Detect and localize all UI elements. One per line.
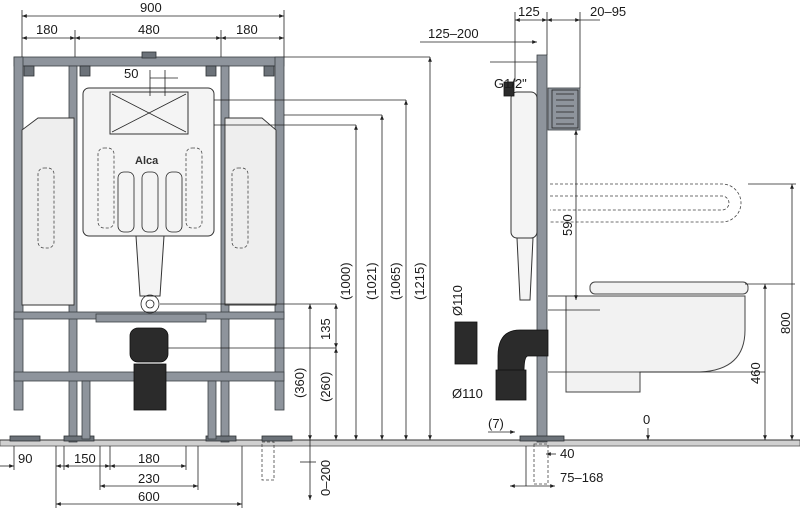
front-top-dimensions bbox=[21, 10, 285, 96]
dim-1065: (1065) bbox=[388, 262, 403, 300]
dim-480: 480 bbox=[138, 22, 160, 37]
dim-0-200: 0–200 bbox=[318, 460, 333, 496]
dim-1021: (1021) bbox=[364, 262, 379, 300]
dim-180-bottom: 180 bbox=[138, 451, 160, 466]
side-dim-125-200: 125–200 bbox=[428, 26, 479, 41]
side-dim-20-95: 20–95 bbox=[590, 4, 626, 19]
side-cistern bbox=[490, 61, 538, 301]
dim-360: (360) bbox=[292, 368, 307, 398]
side-frame bbox=[519, 54, 581, 443]
side-dim-7: (7) bbox=[488, 416, 504, 431]
side-dim-110-bottom: Ø110 bbox=[452, 386, 483, 401]
side-dimension-lines bbox=[420, 12, 796, 488]
side-dim-125: 125 bbox=[518, 4, 540, 19]
side-thread-label: G1/2" bbox=[494, 76, 527, 91]
dim-900: 900 bbox=[140, 0, 162, 15]
dim-150: 150 bbox=[74, 451, 96, 466]
side-drain bbox=[454, 321, 549, 485]
side-dim-460: 460 bbox=[748, 362, 763, 384]
dim-1215: (1215) bbox=[412, 262, 427, 300]
side-dim-800: 800 bbox=[778, 312, 793, 334]
front-drain bbox=[95, 313, 275, 481]
cistern: Alca bbox=[82, 87, 215, 314]
dim-50: 50 bbox=[124, 66, 138, 81]
side-dim-zero: 0 bbox=[643, 412, 650, 427]
dim-1000: (1000) bbox=[338, 262, 353, 300]
dim-180-right: 180 bbox=[236, 22, 258, 37]
side-dim-40: 40 bbox=[560, 446, 574, 461]
dim-600: 600 bbox=[138, 489, 160, 504]
front-bottom-dimensions bbox=[0, 446, 243, 508]
side-dim-110-top: Ø110 bbox=[450, 285, 465, 316]
left-panel bbox=[21, 117, 75, 306]
right-panel bbox=[224, 117, 277, 306]
side-dim-590: 590 bbox=[560, 214, 575, 236]
floor bbox=[0, 439, 800, 447]
dim-230: 230 bbox=[138, 471, 160, 486]
side-wc bbox=[548, 183, 749, 393]
brand-logo: Alca bbox=[135, 155, 159, 167]
dim-180-left: 180 bbox=[36, 22, 58, 37]
front-height-dimensions bbox=[160, 56, 432, 500]
dim-260: (260) bbox=[318, 372, 333, 402]
dim-90: 90 bbox=[18, 451, 32, 466]
side-dim-75-168: 75–168 bbox=[560, 470, 603, 485]
dim-135: 135 bbox=[318, 318, 333, 340]
